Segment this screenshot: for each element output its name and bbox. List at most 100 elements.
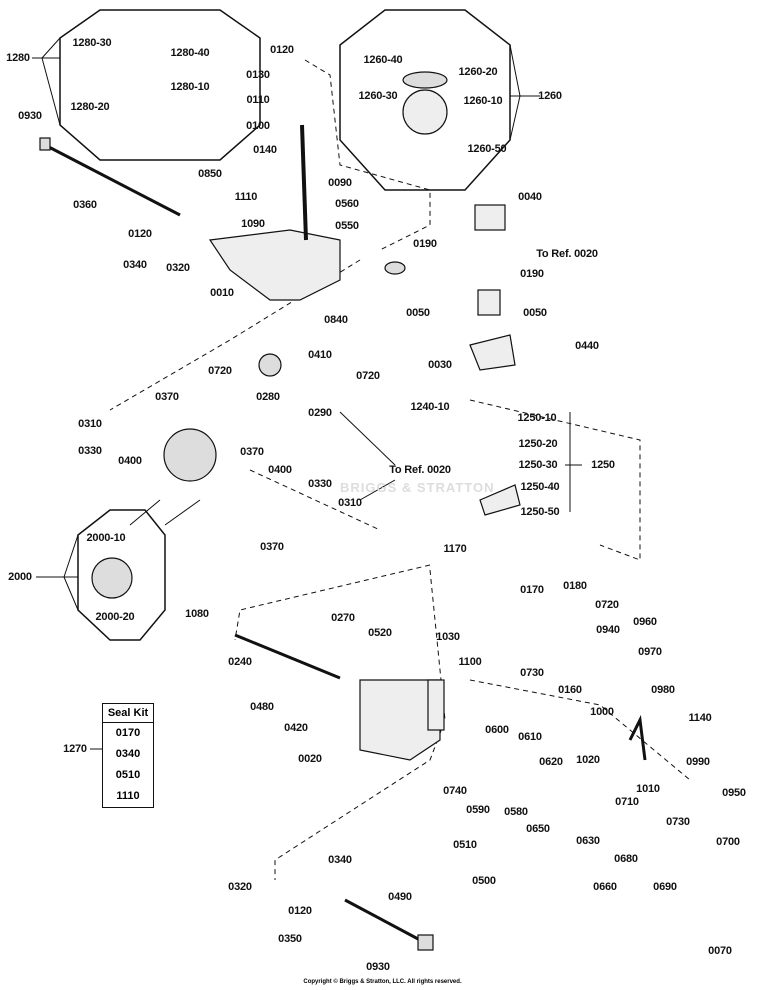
part-callout-label: 0850 [198, 168, 222, 180]
center-section-0030 [469, 334, 516, 371]
part-callout-label: 1260-10 [463, 95, 503, 107]
bearing-0190 [384, 261, 406, 275]
part-callout-label: 1260-50 [467, 143, 507, 155]
swashplate-1250-50 [479, 484, 521, 516]
leader-lines [32, 37, 582, 750]
part-callout-label: 1010 [636, 783, 660, 795]
part-callout-label: 0440 [575, 340, 599, 352]
part-callout-label: 0740 [443, 785, 467, 797]
part-callout-label: 1280-20 [70, 101, 110, 113]
part-callout-label: 1280 [6, 52, 30, 64]
part-callout-label: 1280-30 [72, 37, 112, 49]
part-callout-label: 1140 [688, 712, 712, 724]
part-callout-label: 1260-30 [358, 90, 398, 102]
part-callout-label: 0720 [356, 370, 380, 382]
part-callout-label: 0930 [18, 110, 42, 122]
part-callout-label: 0370 [260, 541, 284, 553]
part-callout-label: 0950 [722, 787, 746, 799]
part-callout-label: 2000-20 [95, 611, 135, 623]
part-callout-label: 0400 [118, 455, 142, 467]
part-callout-label: 0580 [504, 806, 528, 818]
part-callout-label: 0610 [518, 731, 542, 743]
part-callout-label: 0160 [558, 684, 582, 696]
part-callout-label: 2000 [8, 571, 32, 583]
part-callout-label: 0720 [208, 365, 232, 377]
bracket-0930-b [417, 934, 434, 951]
part-callout-label: 0500 [472, 875, 496, 887]
part-callout-label: 0930 [366, 961, 390, 973]
part-callout-label: 1260-20 [458, 66, 498, 78]
copyright: Copyright © Briggs & Stratton, LLC. All … [303, 979, 462, 985]
fan-1260-10 [402, 89, 448, 135]
seal-kit-title: Seal Kit [103, 704, 153, 723]
part-callout-label: 1250 [591, 459, 615, 471]
part-callout-label: 1080 [185, 608, 209, 620]
part-callout-label: 0480 [250, 701, 274, 713]
part-callout-label: 1280-40 [170, 47, 210, 59]
seal-kit-table: Seal Kit 0170 0340 0510 1110 [102, 703, 154, 808]
part-callout-label: 1250-30 [518, 459, 558, 471]
part-callout-label: 1270 [63, 743, 87, 755]
part-callout-label: 0410 [308, 349, 332, 361]
part-callout-label: 1020 [576, 754, 600, 766]
part-callout-label: 0940 [596, 624, 620, 636]
part-callout-label: 0120 [270, 44, 294, 56]
gear-0280 [258, 353, 282, 377]
arm-0980 [628, 714, 647, 761]
housing-0010 [208, 229, 341, 301]
part-callout-label: 0550 [335, 220, 359, 232]
part-callout-label: 0280 [256, 391, 280, 403]
part-callout-label: 0310 [78, 418, 102, 430]
callout-box-2000 [77, 509, 166, 641]
part-callout-label: 0340 [123, 259, 147, 271]
part-callout-label: 0620 [539, 756, 563, 768]
gear-2000 [163, 428, 217, 482]
part-callout-label: 0290 [308, 407, 332, 419]
part-callout-label: 0730 [520, 667, 544, 679]
part-callout-label: 0700 [716, 836, 740, 848]
parts [39, 71, 647, 951]
part-callout-label: 0630 [576, 835, 600, 847]
part-callout-label: 2000-10 [86, 532, 126, 544]
part-callout-label: 0690 [653, 881, 677, 893]
seal-kit-item: 1110 [116, 790, 140, 802]
part-callout-label: 1250-10 [517, 412, 557, 424]
part-callout-label: 0050 [406, 307, 430, 319]
part-callout-label: 0340 [328, 854, 352, 866]
watermark: BRIGGS & STRATTON [340, 480, 495, 495]
part-callout-label: 0190 [520, 268, 544, 280]
part-callout-label: 0680 [614, 853, 638, 865]
part-callout-label: 0360 [73, 199, 97, 211]
part-callout-label: To Ref. 0020 [389, 464, 451, 476]
part-callout-label: 0050 [523, 307, 547, 319]
part-callout-label: 1000 [590, 706, 614, 718]
shaft-0090 [300, 124, 308, 241]
part-callout-label: 0420 [284, 722, 308, 734]
part-callout-label: 0730 [666, 816, 690, 828]
part-callout-label: 1260-40 [363, 54, 403, 66]
pulley-1260-20 [402, 71, 448, 89]
part-callout-label: 0040 [518, 191, 542, 203]
part-callout-label: 0270 [331, 612, 355, 624]
center-section-0040 [474, 204, 506, 231]
gear-2000-10 [91, 557, 133, 599]
part-callout-label: 0650 [526, 823, 550, 835]
part-callout-label: 0710 [615, 796, 639, 808]
part-callout-label: 0590 [466, 804, 490, 816]
cover-1030 [427, 679, 445, 731]
part-callout-label: 0240 [228, 656, 252, 668]
part-callout-label: 1100 [458, 656, 482, 668]
axle-0350 [344, 898, 421, 942]
part-callout-label: 0400 [268, 464, 292, 476]
seal-kit-item: 0510 [115, 769, 141, 781]
part-callout-label: 0140 [253, 144, 277, 156]
part-callout-label: 0120 [128, 228, 152, 240]
seal-kit-item: 0170 [115, 727, 141, 739]
part-callout-label: 0120 [288, 905, 312, 917]
seal-kit-item: 0340 [115, 748, 141, 760]
part-callout-label: 1250-50 [520, 506, 560, 518]
part-callout-label: 0980 [651, 684, 675, 696]
part-callout-label: 0330 [308, 478, 332, 490]
part-callout-label: 0960 [633, 616, 657, 628]
block-0050 [477, 289, 501, 316]
